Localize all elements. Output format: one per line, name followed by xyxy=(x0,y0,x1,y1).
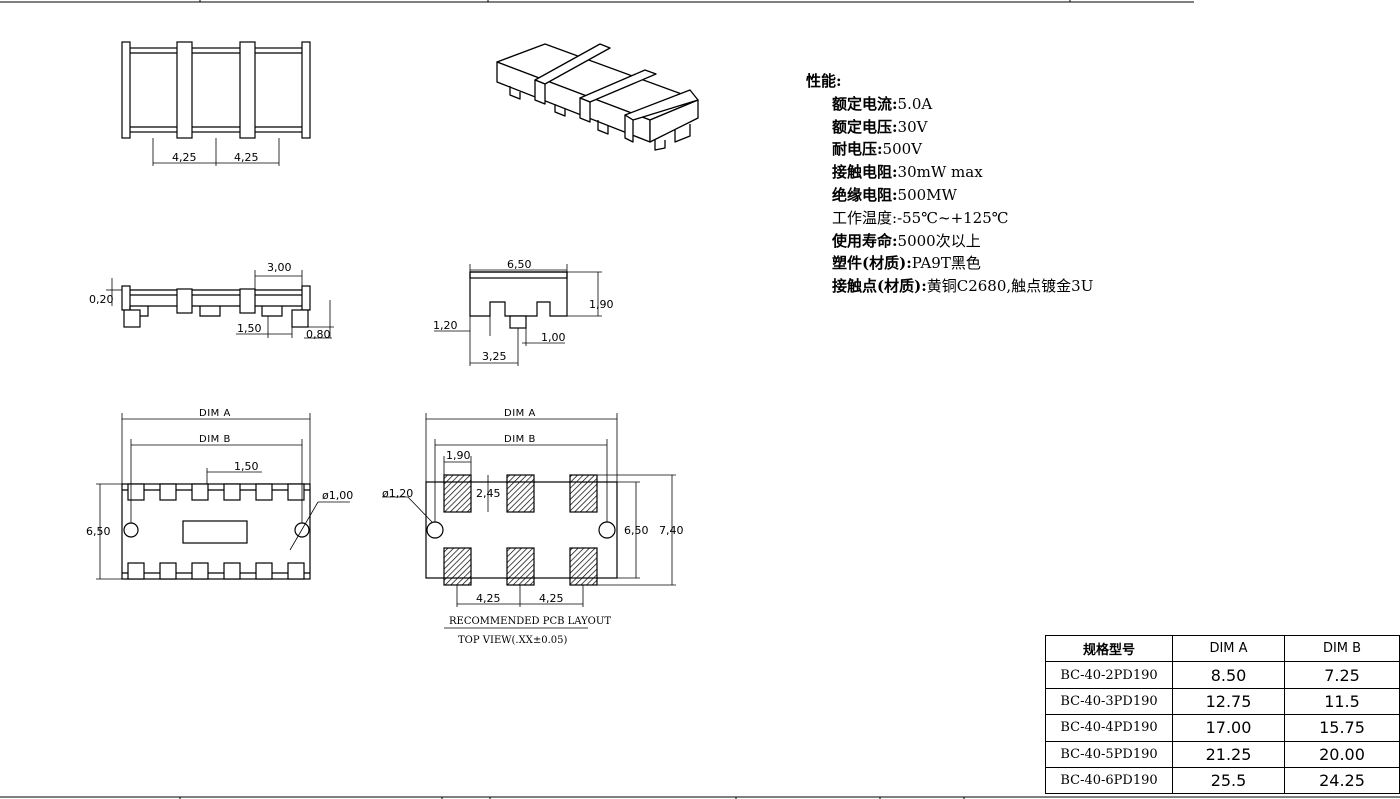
end-view xyxy=(434,264,602,366)
side-view xyxy=(106,270,334,339)
table-header: 规格型号 xyxy=(1045,634,1173,663)
pcb-dim-pitch-left: 4,25 xyxy=(476,592,501,605)
pcb-dim-hole: ø1,20 xyxy=(382,487,413,500)
top-view-dim-right: 4,25 xyxy=(234,151,259,164)
top-view-dim-left: 4,25 xyxy=(172,151,197,164)
spec-value: 500V xyxy=(882,140,923,159)
spec-value: 5000次以上 xyxy=(897,231,981,250)
spec-row: 使用寿命:5000次以上 xyxy=(806,230,1093,253)
specs-title: 性能: xyxy=(806,72,842,90)
isometric-view xyxy=(496,43,699,151)
end-view-dim-325: 3,25 xyxy=(482,350,507,363)
table-cell-dim-a: 8.50 xyxy=(1172,661,1285,689)
spec-key: 额定电流: xyxy=(832,94,898,113)
pcb-dim-190: 1,90 xyxy=(446,449,471,462)
spec-key: 绝缘电阻: xyxy=(832,185,898,204)
table-cell-dim-a: 12.75 xyxy=(1172,687,1285,716)
table-cell-dim-b: 7.25 xyxy=(1284,661,1400,689)
spec-row: 塑件(材质):PA9T黑色 xyxy=(806,252,1093,275)
table-cell-dim-b: 15.75 xyxy=(1284,714,1400,742)
spec-value: 500MW xyxy=(897,185,957,204)
table-header: DIM A xyxy=(1172,634,1285,663)
pcb-pad xyxy=(506,547,535,586)
table-cell-dim-b: 11.5 xyxy=(1284,687,1400,716)
spec-key: 耐电压: xyxy=(832,140,883,159)
spec-row: 工作温度:-55℃~+125℃ xyxy=(806,207,1093,230)
side-view-dim-300: 3,00 xyxy=(267,261,292,274)
spec-key: 塑件(材质): xyxy=(832,254,912,273)
side-view-dim-150: 1,50 xyxy=(237,322,262,335)
spec-key: 使用寿命: xyxy=(832,231,898,250)
table-row: BC-40-5PD190 21.25 20.00 xyxy=(1045,740,1400,768)
spec-value: 黄铜C2680,触点镀金3U xyxy=(926,277,1094,296)
bottom-view xyxy=(96,413,350,580)
table-cell-dim-a: 25.5 xyxy=(1172,766,1285,795)
spec-value: 30mW max xyxy=(897,163,983,182)
end-view-dim-100: 1,00 xyxy=(541,331,566,344)
table-cell-model: BC-40-4PD190 xyxy=(1045,714,1173,742)
table-header-row: 规格型号 DIM A DIM B xyxy=(1045,634,1400,663)
dimension-table: 规格型号 DIM A DIM B BC-40-2PD190 8.50 7.25 … xyxy=(1045,634,1400,795)
spec-row: 接触电阻:30mW max xyxy=(806,161,1093,184)
table-row: BC-40-2PD190 8.50 7.25 xyxy=(1045,661,1400,689)
side-view-dim-080: 0,80 xyxy=(306,328,331,341)
pcb-dim-pitch-right: 4,25 xyxy=(539,592,564,605)
pcb-caption-top: RECOMMENDED PCB LAYOUT xyxy=(449,616,611,627)
pcb-pad xyxy=(443,474,472,513)
table-cell-dim-a: 17.00 xyxy=(1172,714,1285,742)
pcb-caption-bottom: TOP VIEW(.XX±0.05) xyxy=(458,635,567,646)
specifications: 性能: 额定电流:5.0A 额定电压:30V 耐电压:500V 接触电阻:30m… xyxy=(806,70,1093,298)
top-view xyxy=(121,41,311,166)
bottom-view-dim-hole: ø1,00 xyxy=(322,489,353,502)
pcb-dim-650: 6,50 xyxy=(624,524,649,537)
pcb-dim-740: 7,40 xyxy=(659,524,684,537)
end-view-dim-120: 1,20 xyxy=(433,319,458,332)
spec-row: 绝缘电阻:500MW xyxy=(806,184,1093,207)
table-cell-model: BC-40-2PD190 xyxy=(1045,661,1173,689)
spec-row: 耐电压:500V xyxy=(806,138,1093,161)
table-cell-model: BC-40-5PD190 xyxy=(1045,740,1173,768)
spec-row: 额定电流:5.0A xyxy=(806,93,1093,116)
spec-value: -55℃~+125℃ xyxy=(897,208,1009,227)
table-cell-dim-b: 20.00 xyxy=(1284,740,1400,768)
spec-key: 接触点(材质): xyxy=(832,277,927,296)
spec-key: 额定电压: xyxy=(832,117,898,136)
spec-key: 接触电阻: xyxy=(832,163,898,182)
bottom-view-dim-b: DIM B xyxy=(199,434,231,445)
bottom-view-dim-a: DIM A xyxy=(199,408,231,419)
pcb-layout xyxy=(382,413,676,629)
pcb-dim-a: DIM A xyxy=(504,408,536,419)
table-cell-dim-a: 21.25 xyxy=(1172,740,1285,768)
table-cell-model: BC-40-6PD190 xyxy=(1045,766,1173,795)
bottom-view-dim-height: 6,50 xyxy=(86,525,111,538)
spec-row: 额定电压:30V xyxy=(806,116,1093,139)
side-view-dim-020: 0,20 xyxy=(89,293,114,306)
pcb-pad xyxy=(506,474,535,513)
pcb-pad xyxy=(569,547,598,586)
pcb-pad xyxy=(443,547,472,586)
bottom-view-dim-150: 1,50 xyxy=(234,460,259,473)
pcb-dim-245: 2,45 xyxy=(476,487,501,500)
table-cell-model: BC-40-3PD190 xyxy=(1045,687,1173,716)
pcb-dim-b: DIM B xyxy=(504,434,536,445)
table-header: DIM B xyxy=(1284,634,1400,663)
table-row: BC-40-4PD190 17.00 15.75 xyxy=(1045,714,1400,742)
table-row: BC-40-6PD190 25.5 24.25 xyxy=(1045,766,1400,795)
table-row: BC-40-3PD190 12.75 11.5 xyxy=(1045,687,1400,716)
end-view-dim-650: 6,50 xyxy=(507,258,532,271)
spec-value: 30V xyxy=(897,117,928,136)
pcb-pad xyxy=(569,474,598,513)
table-cell-dim-b: 24.25 xyxy=(1284,766,1400,795)
spec-key: 工作温度: xyxy=(832,208,898,227)
end-view-dim-190: 1,90 xyxy=(589,298,614,311)
spec-value: PA9T黑色 xyxy=(911,254,981,273)
spec-row: 接触点(材质):黄铜C2680,触点镀金3U xyxy=(806,275,1093,298)
spec-value: 5.0A xyxy=(897,94,933,113)
